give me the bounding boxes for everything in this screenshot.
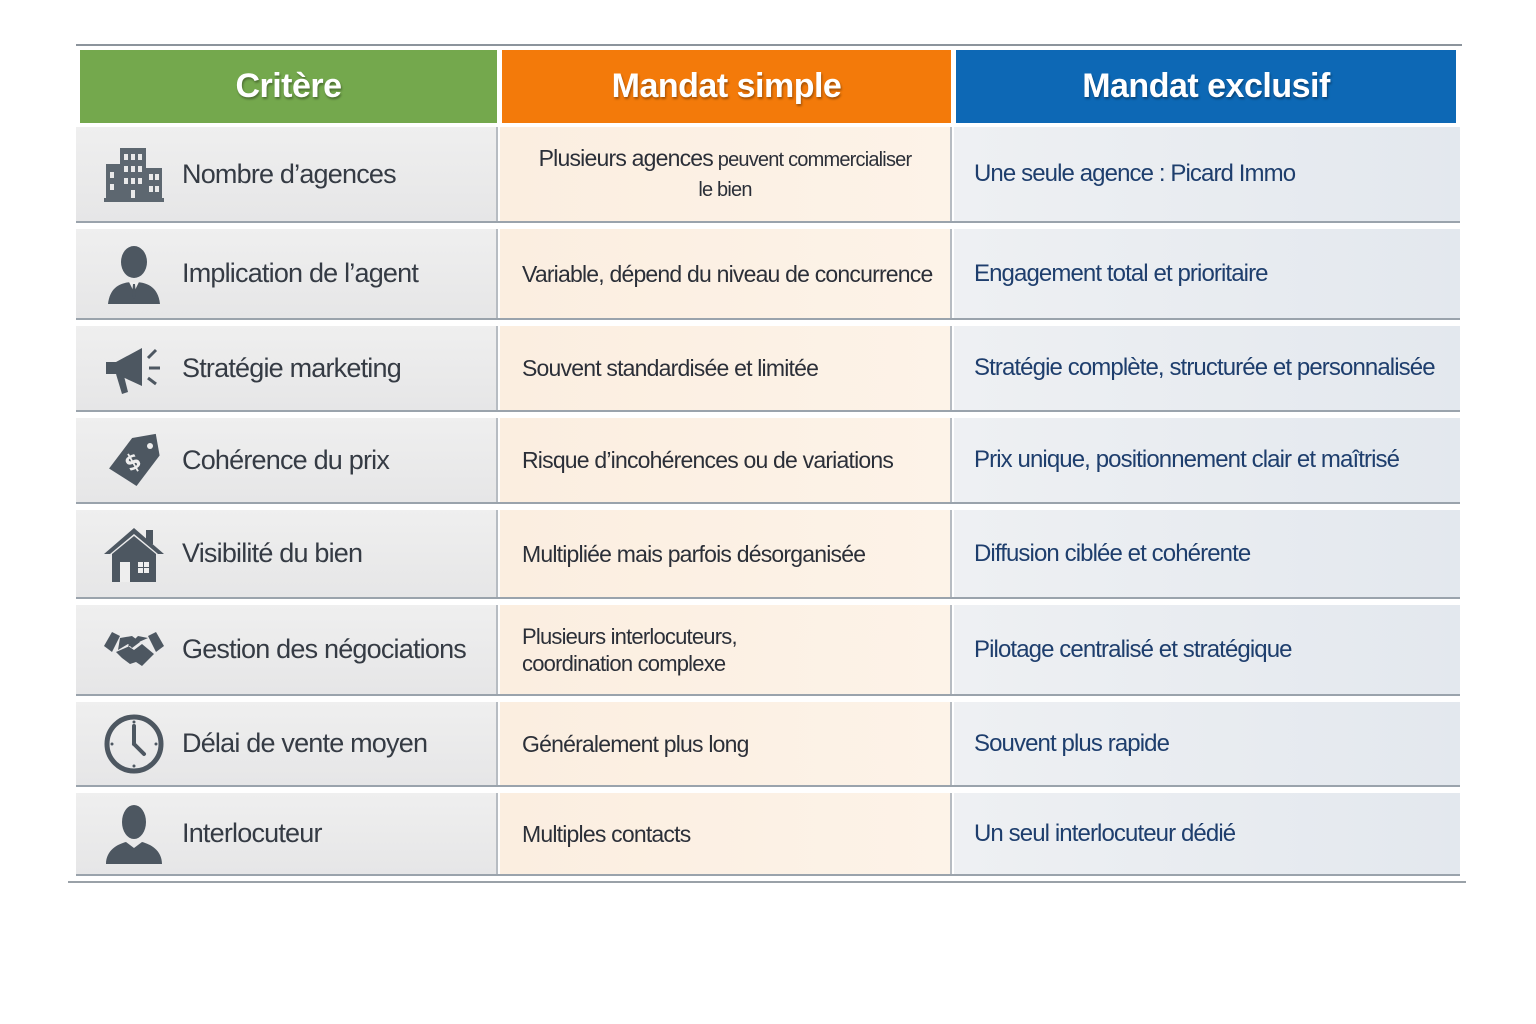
exclusive-value: Souvent plus rapide — [974, 729, 1170, 757]
exclusive-value: Diffusion ciblée et cohérente — [974, 539, 1251, 567]
table-row: Stratégie marketing Souvent standardisée… — [76, 326, 1460, 412]
exclusive-value: Prix unique, positionnement clair et maî… — [974, 446, 1400, 473]
exclusive-value: Stratégie complète, structurée et person… — [974, 354, 1436, 381]
table-row: Délai de vente moyen Généralement plus l… — [76, 702, 1460, 787]
exclusive-value: Pilotage centralisé et stratégique — [974, 635, 1293, 663]
simple-value: Plusieurs interlocuteurs,coordination co… — [522, 623, 738, 676]
building-icon — [96, 139, 172, 209]
house-icon — [96, 519, 172, 589]
criterion-label: Délai de vente moyen — [182, 728, 428, 758]
exclusive-value: Engagement total et prioritaire — [974, 259, 1269, 287]
table-row: Visibilité du bien Multipliée mais parfo… — [76, 510, 1460, 599]
table-row: $ Cohérence du prix Risque d’incohérence… — [76, 418, 1460, 504]
person-icon — [96, 799, 172, 869]
criterion-label: Nombre d’agences — [182, 158, 397, 189]
clock-icon — [96, 709, 172, 779]
criterion-label: Interlocuteur — [182, 818, 322, 848]
table-bottom-border — [68, 881, 1466, 883]
simple-value: Souvent standardisée et limitée — [522, 355, 819, 381]
price-tag-icon: $ — [96, 425, 172, 495]
criterion-label: Gestion des négociations — [182, 634, 467, 664]
criterion-label: Implication de l’agent — [182, 258, 419, 288]
criterion-label: Visibilité du bien — [182, 538, 363, 568]
criterion-label: Stratégie marketing — [182, 352, 402, 383]
table-row: Interlocuteur Multiples contacts Un seul… — [76, 793, 1460, 876]
table-top-border — [76, 44, 1462, 46]
simple-value: Variable, dépend du niveau de concurrenc… — [522, 260, 933, 287]
simple-value: Multiples contacts — [522, 820, 691, 847]
header-mandat-simple: Mandat simple — [502, 50, 951, 123]
exclusive-value: Une seule agence : Picard Immo — [974, 160, 1296, 187]
handshake-icon — [96, 615, 172, 685]
simple-value: Généralement plus long — [522, 730, 749, 757]
criterion-label: Cohérence du prix — [182, 444, 390, 475]
table-row: Implication de l’agent Variable, dépend … — [76, 229, 1460, 320]
agent-icon — [96, 239, 172, 309]
table-row: Nombre d’agences Plusieurs agences peuve… — [76, 127, 1460, 223]
exclusive-value: Un seul interlocuteur dédié — [974, 819, 1236, 847]
simple-value: Risque d’incohérences ou de variations — [522, 447, 894, 473]
table-row: Gestion des négociations Plusieurs inter… — [76, 605, 1460, 696]
simple-value: Multipliée mais parfois désorganisée — [522, 540, 866, 567]
megaphone-icon — [96, 333, 172, 403]
header-mandat-exclusif: Mandat exclusif — [956, 50, 1456, 123]
simple-value: Plusieurs agences peuvent commercialiser… — [538, 145, 913, 201]
header-criterion: Critère — [80, 50, 497, 123]
